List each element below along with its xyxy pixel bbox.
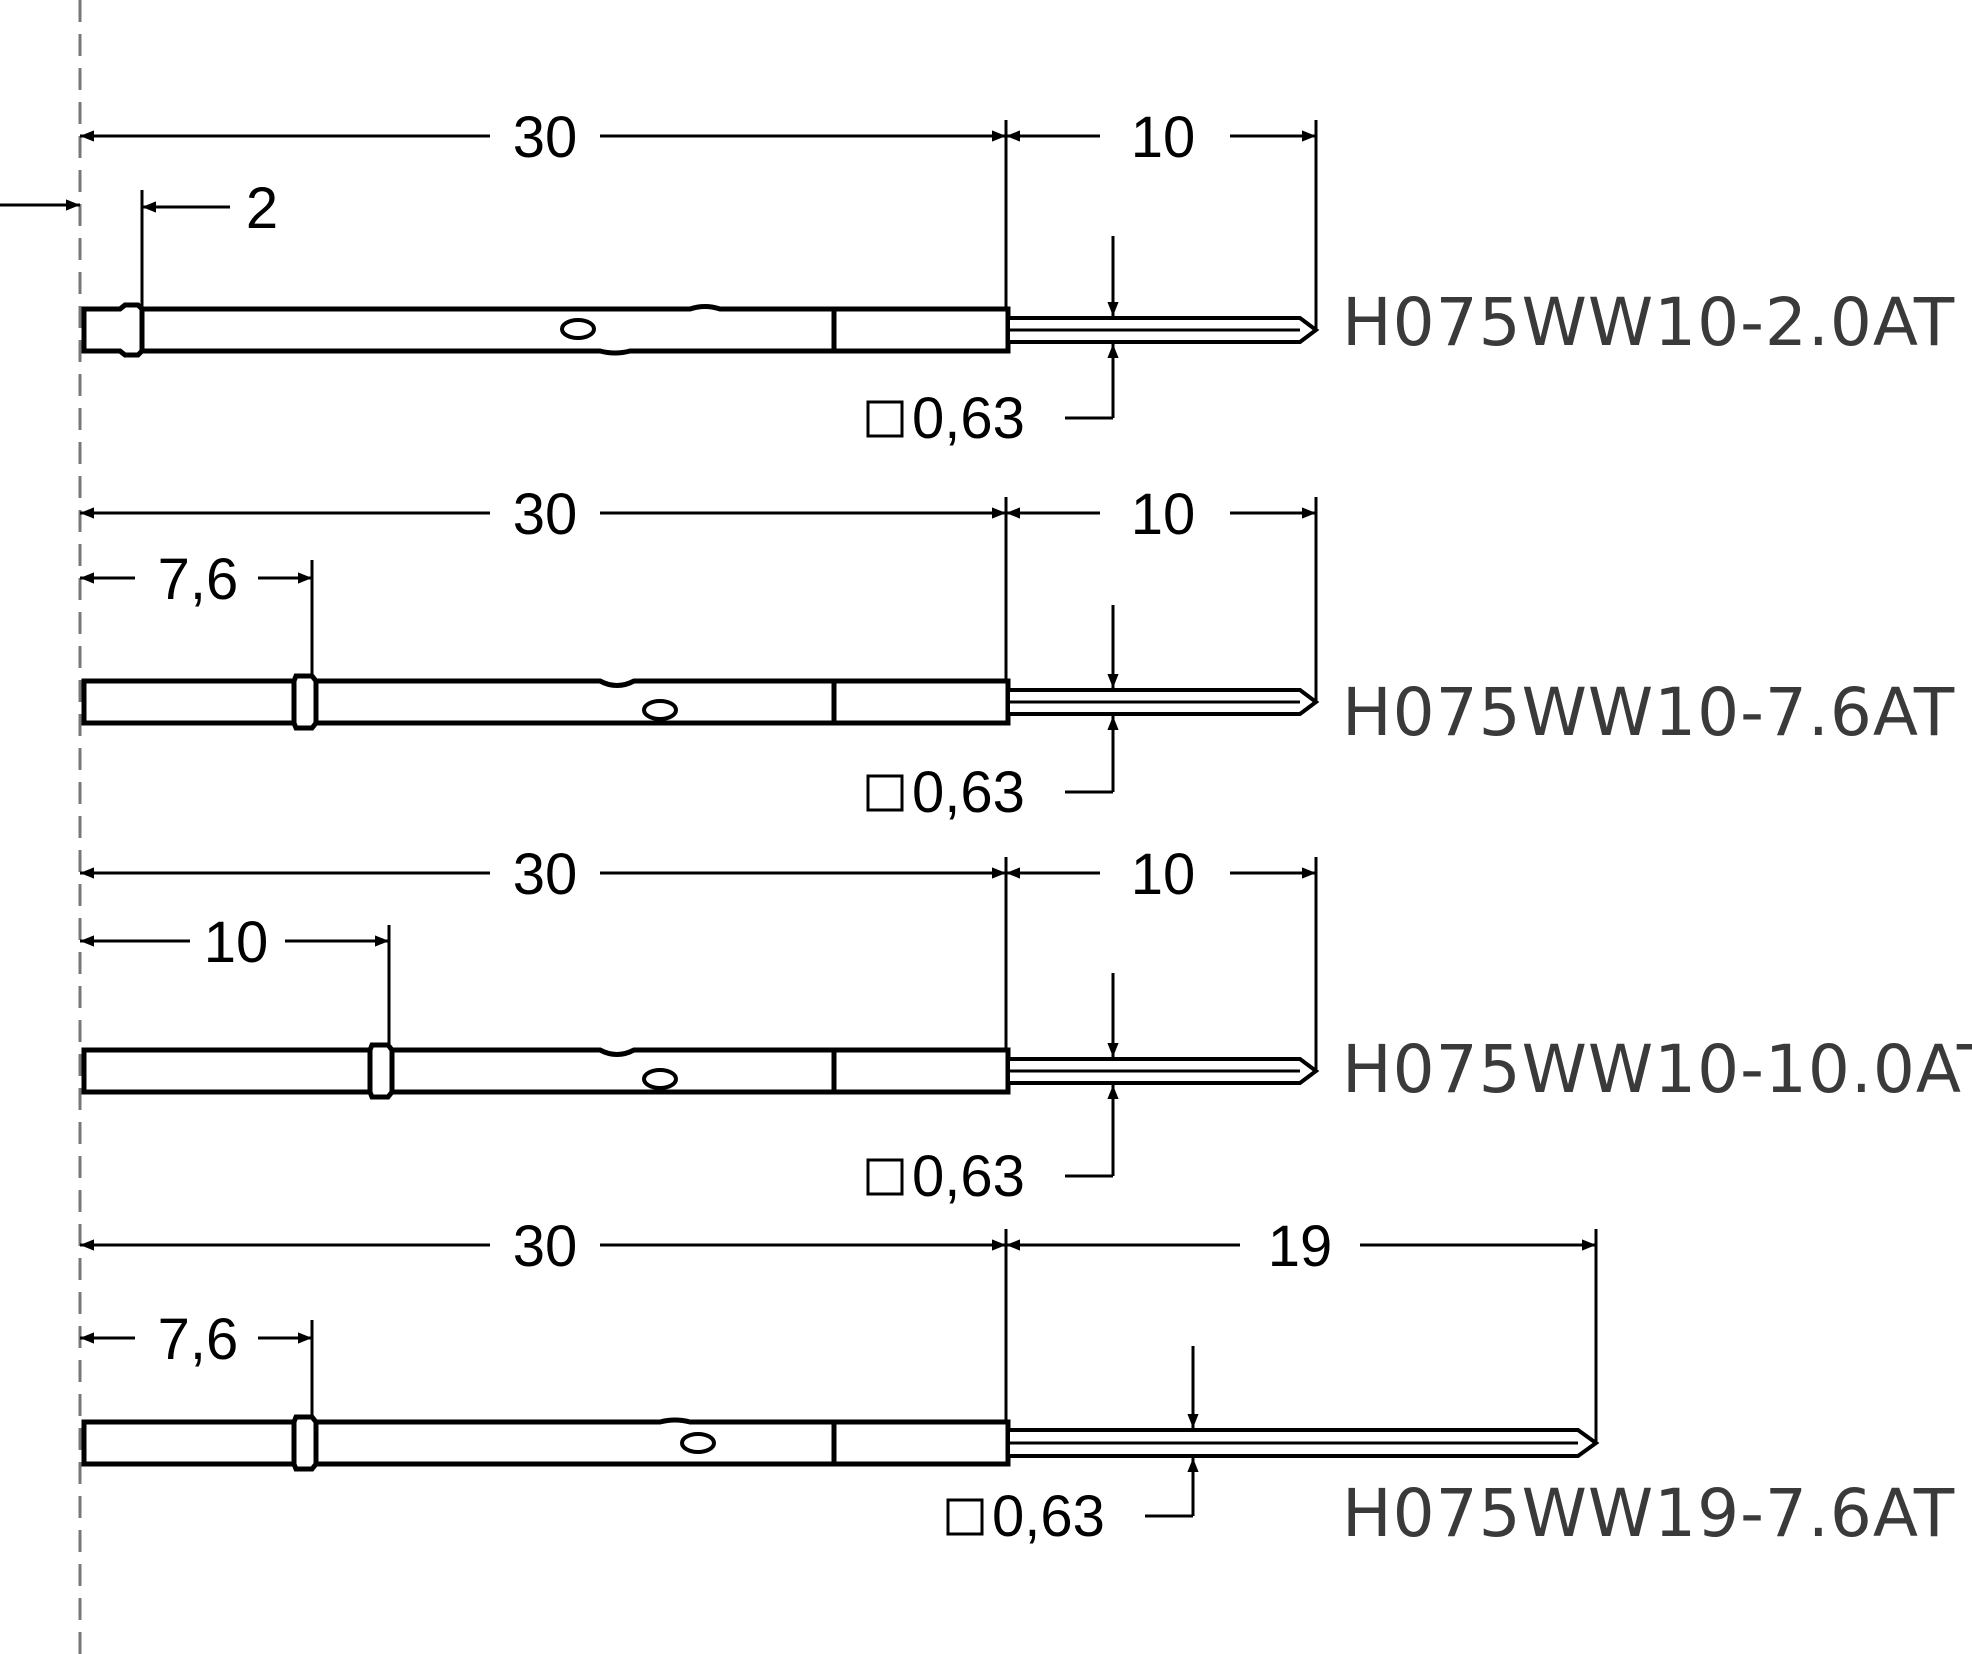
- tip-square-label: 0,63: [912, 760, 1025, 825]
- tip-length-label: 19: [1268, 1214, 1333, 1279]
- pin-4: 30 19 7,6 0,63: [80, 1214, 1955, 1552]
- tip-square-callout: 0,63: [866, 605, 1119, 825]
- square-section-icon: [946, 1498, 984, 1536]
- tip-square-label: 0,63: [912, 1144, 1025, 1209]
- collar-position-label: 2: [246, 176, 278, 241]
- square-section-icon: [866, 1158, 904, 1196]
- tip-length-dimension: 10: [1004, 105, 1318, 330]
- body-length-label: 30: [513, 482, 578, 547]
- tip-square-callout: 0,63: [946, 1346, 1199, 1549]
- tip-square-label: 0,63: [912, 386, 1025, 451]
- body-length-label: 30: [513, 1214, 578, 1279]
- part-number-label: H075WW10-10.0AT: [1342, 1031, 1972, 1108]
- tip-square-callout: 0,63: [866, 236, 1119, 451]
- collar-position-dimension: 7,6: [80, 1307, 314, 1425]
- tip-length-label: 10: [1131, 105, 1196, 170]
- part-number-label: H075WW10-2.0AT: [1342, 284, 1955, 361]
- collar-position-dimension: 7,6: [80, 547, 314, 685]
- pin-body: [81, 1042, 1320, 1100]
- pin-body: [81, 1414, 1600, 1472]
- tip-square-callout: 0,63: [866, 973, 1119, 1209]
- square-section-icon: [866, 400, 904, 438]
- body-length-label: 30: [513, 842, 578, 907]
- pin-body: [81, 673, 1320, 731]
- collar-position-dimension: 2: [140, 176, 278, 315]
- collar-position-label: 7,6: [158, 547, 239, 612]
- part-number-label: H075WW10-7.6AT: [1342, 674, 1955, 751]
- square-section-icon: [866, 774, 904, 812]
- pin-body: [81, 302, 1320, 358]
- part-number-label: H075WW19-7.6AT: [1342, 1475, 1955, 1552]
- collar-position-label: 7,6: [158, 1307, 239, 1372]
- tip-square-label: 0,63: [992, 1484, 1105, 1549]
- tip-length-dimension: 10: [1004, 842, 1318, 1072]
- tip-length-label: 10: [1131, 482, 1196, 547]
- body-length-dimension: 30: [80, 1214, 1006, 1279]
- tip-length-dimension: 10: [1004, 482, 1318, 702]
- tip-length-label: 10: [1131, 842, 1196, 907]
- body-length-dimension: 30: [80, 105, 1006, 170]
- pin-1: 30 10 2 0,: [80, 105, 1955, 451]
- pin-2: 30 10 7,6 0,63: [80, 482, 1955, 825]
- pin-3: 30 10 10 0,63: [80, 842, 1972, 1209]
- collar-position-label: 10: [204, 910, 269, 975]
- body-length-dimension: 30: [80, 842, 1006, 907]
- body-length-dimension: 30: [80, 482, 1006, 547]
- tip-length-dimension: 19: [1004, 1214, 1598, 1442]
- collar-position-dimension: 10: [80, 910, 391, 1055]
- body-length-label: 30: [513, 105, 578, 170]
